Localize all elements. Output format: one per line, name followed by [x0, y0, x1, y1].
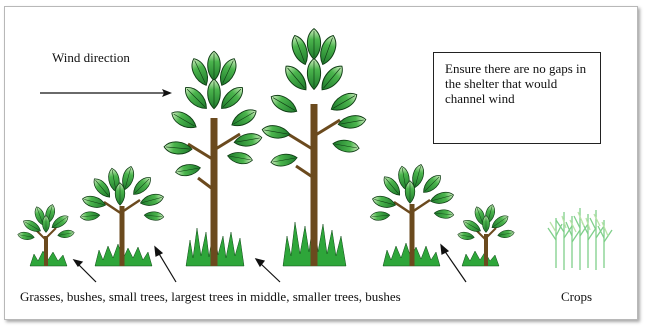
- layer-caption: Grasses, bushes, small trees, largest tr…: [20, 289, 401, 305]
- tree-large-left: [164, 51, 263, 266]
- tree-bush-left: [17, 203, 75, 266]
- wind-direction-label: Wind direction: [52, 50, 130, 66]
- crops-label: Crops: [561, 289, 592, 305]
- wind-arrow: [40, 89, 172, 97]
- tree-small-left: [80, 165, 165, 266]
- shelter-note-box: Ensure there are no gaps in the shelter …: [433, 52, 601, 144]
- crop-plants: [548, 208, 612, 270]
- grass-tufts: [30, 214, 499, 266]
- tree-large-right: [261, 29, 367, 266]
